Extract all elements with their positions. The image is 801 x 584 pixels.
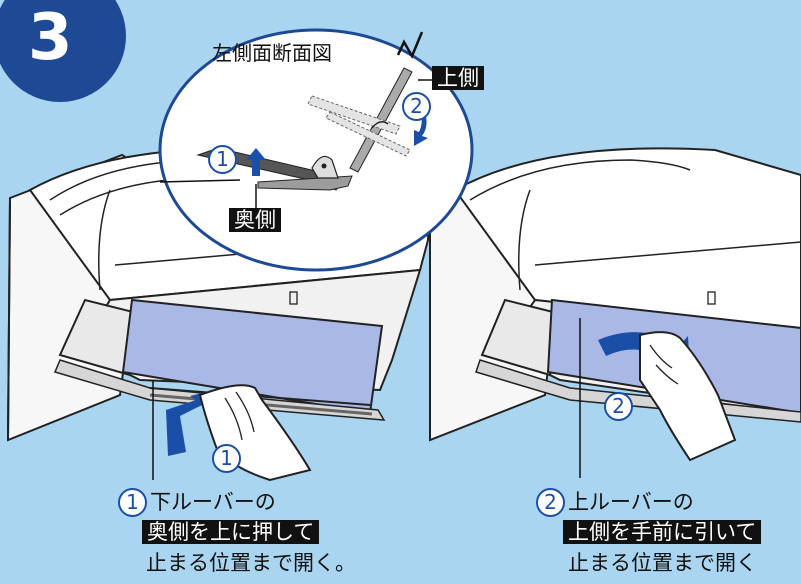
up-arrow-icon <box>246 148 266 176</box>
inset-step1-marker: 1 <box>208 145 237 174</box>
step2-marker: 2 <box>536 488 565 517</box>
push-arrow-icon <box>166 388 222 456</box>
inset-step2-marker: 2 <box>402 92 431 121</box>
upper-side-label: 上側 <box>432 66 484 90</box>
step-badge <box>0 0 126 102</box>
hand-icon <box>639 331 737 462</box>
step-number: 3 <box>28 1 73 75</box>
back-side-label: 奥側 <box>229 208 281 232</box>
hand-step1-marker: 1 <box>212 444 241 473</box>
step2-highlight: 上側を手前に引いて <box>563 520 762 544</box>
step1-line1: 下ルーバーの <box>150 490 276 514</box>
step1-line3: 止まる位置まで開く。 <box>146 551 356 575</box>
step1-highlight: 奥側を上に押して <box>142 520 320 544</box>
cross-section-diagram <box>159 31 434 208</box>
inset-title: 左側面断面図 <box>212 41 332 65</box>
step2-line3: 止まる位置まで開く <box>568 551 757 575</box>
step2-line1: 上ルーバーの <box>568 490 694 514</box>
down-arrow-icon <box>414 110 428 146</box>
inset-circle <box>158 28 474 272</box>
step1-marker: 1 <box>118 488 147 517</box>
hand-step2-marker: 2 <box>604 392 633 421</box>
